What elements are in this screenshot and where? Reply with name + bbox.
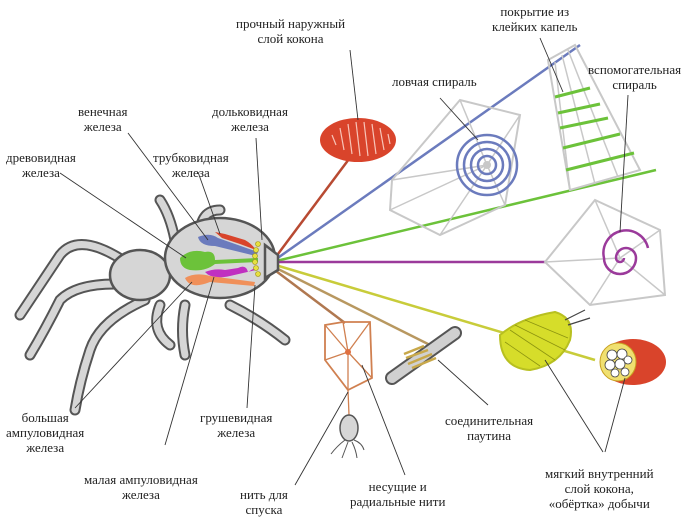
label-capture-spiral: ловчая спираль: [392, 74, 477, 89]
label-dragline-descent: нить для спуска: [240, 487, 288, 517]
silk-glands: [180, 232, 261, 286]
leader-lines: [59, 37, 629, 486]
aggregate-gland-shape: [198, 234, 258, 256]
label-piriform-gland: грушевидная железа: [200, 410, 273, 440]
label-aggregate-gland: венечная железа: [78, 104, 128, 134]
cephalothorax: [108, 248, 172, 302]
thread-cocoon: [270, 154, 354, 263]
spinnerets: [263, 242, 280, 281]
descent-thread: [347, 389, 350, 416]
attachment-stick: [385, 326, 462, 385]
inner-cocoon: [599, 339, 666, 385]
label-frame-radial: несущие и радиальные нити: [350, 479, 446, 509]
label-sticky-coating: покрытие из клейких капель: [492, 4, 578, 34]
thread-capture: [271, 43, 581, 264]
piriform-gland-shape: [252, 241, 261, 277]
label-tubuliform-gland: трубковидная железа: [153, 150, 229, 180]
label-lobed-gland: дольковидная железа: [212, 104, 288, 134]
thread-sticky: [271, 168, 657, 264]
thread-dragline: [271, 267, 346, 324]
label-cocoon-outer: прочный наружный слой кокона: [236, 16, 346, 46]
sticky-coating-web: [546, 43, 642, 192]
hanging-spider: [339, 414, 359, 442]
tubuliform-gland-shape: [215, 232, 256, 250]
label-inner-cocoon: мягкий внутренний слой кокона, «обёртка»…: [545, 466, 654, 511]
thread-attachment: [271, 264, 431, 347]
auxiliary-spiral-web: [543, 198, 667, 307]
label-auxiliary-spiral: вспомогательная спираль: [588, 62, 682, 92]
capture-spiral-web: [388, 98, 522, 237]
major-ampullate-shape: [185, 274, 255, 286]
wrapped-prey: [498, 309, 591, 372]
silk-threads: [270, 43, 657, 362]
label-minor-ampullate: малая ампуловидная железа: [84, 472, 198, 502]
cocoon-outer-layer: [320, 118, 396, 162]
spider: [14, 194, 291, 416]
aciniform-gland-shape: [180, 250, 258, 271]
label-attachment-silk: соединительная паутина: [445, 413, 534, 443]
frame-radial-web: [324, 321, 373, 459]
label-major-ampullate: большая ампуловидная железа: [6, 410, 85, 455]
label-aciniform-gland: древовидная железа: [6, 150, 76, 180]
minor-ampullate-shape: [205, 266, 258, 278]
